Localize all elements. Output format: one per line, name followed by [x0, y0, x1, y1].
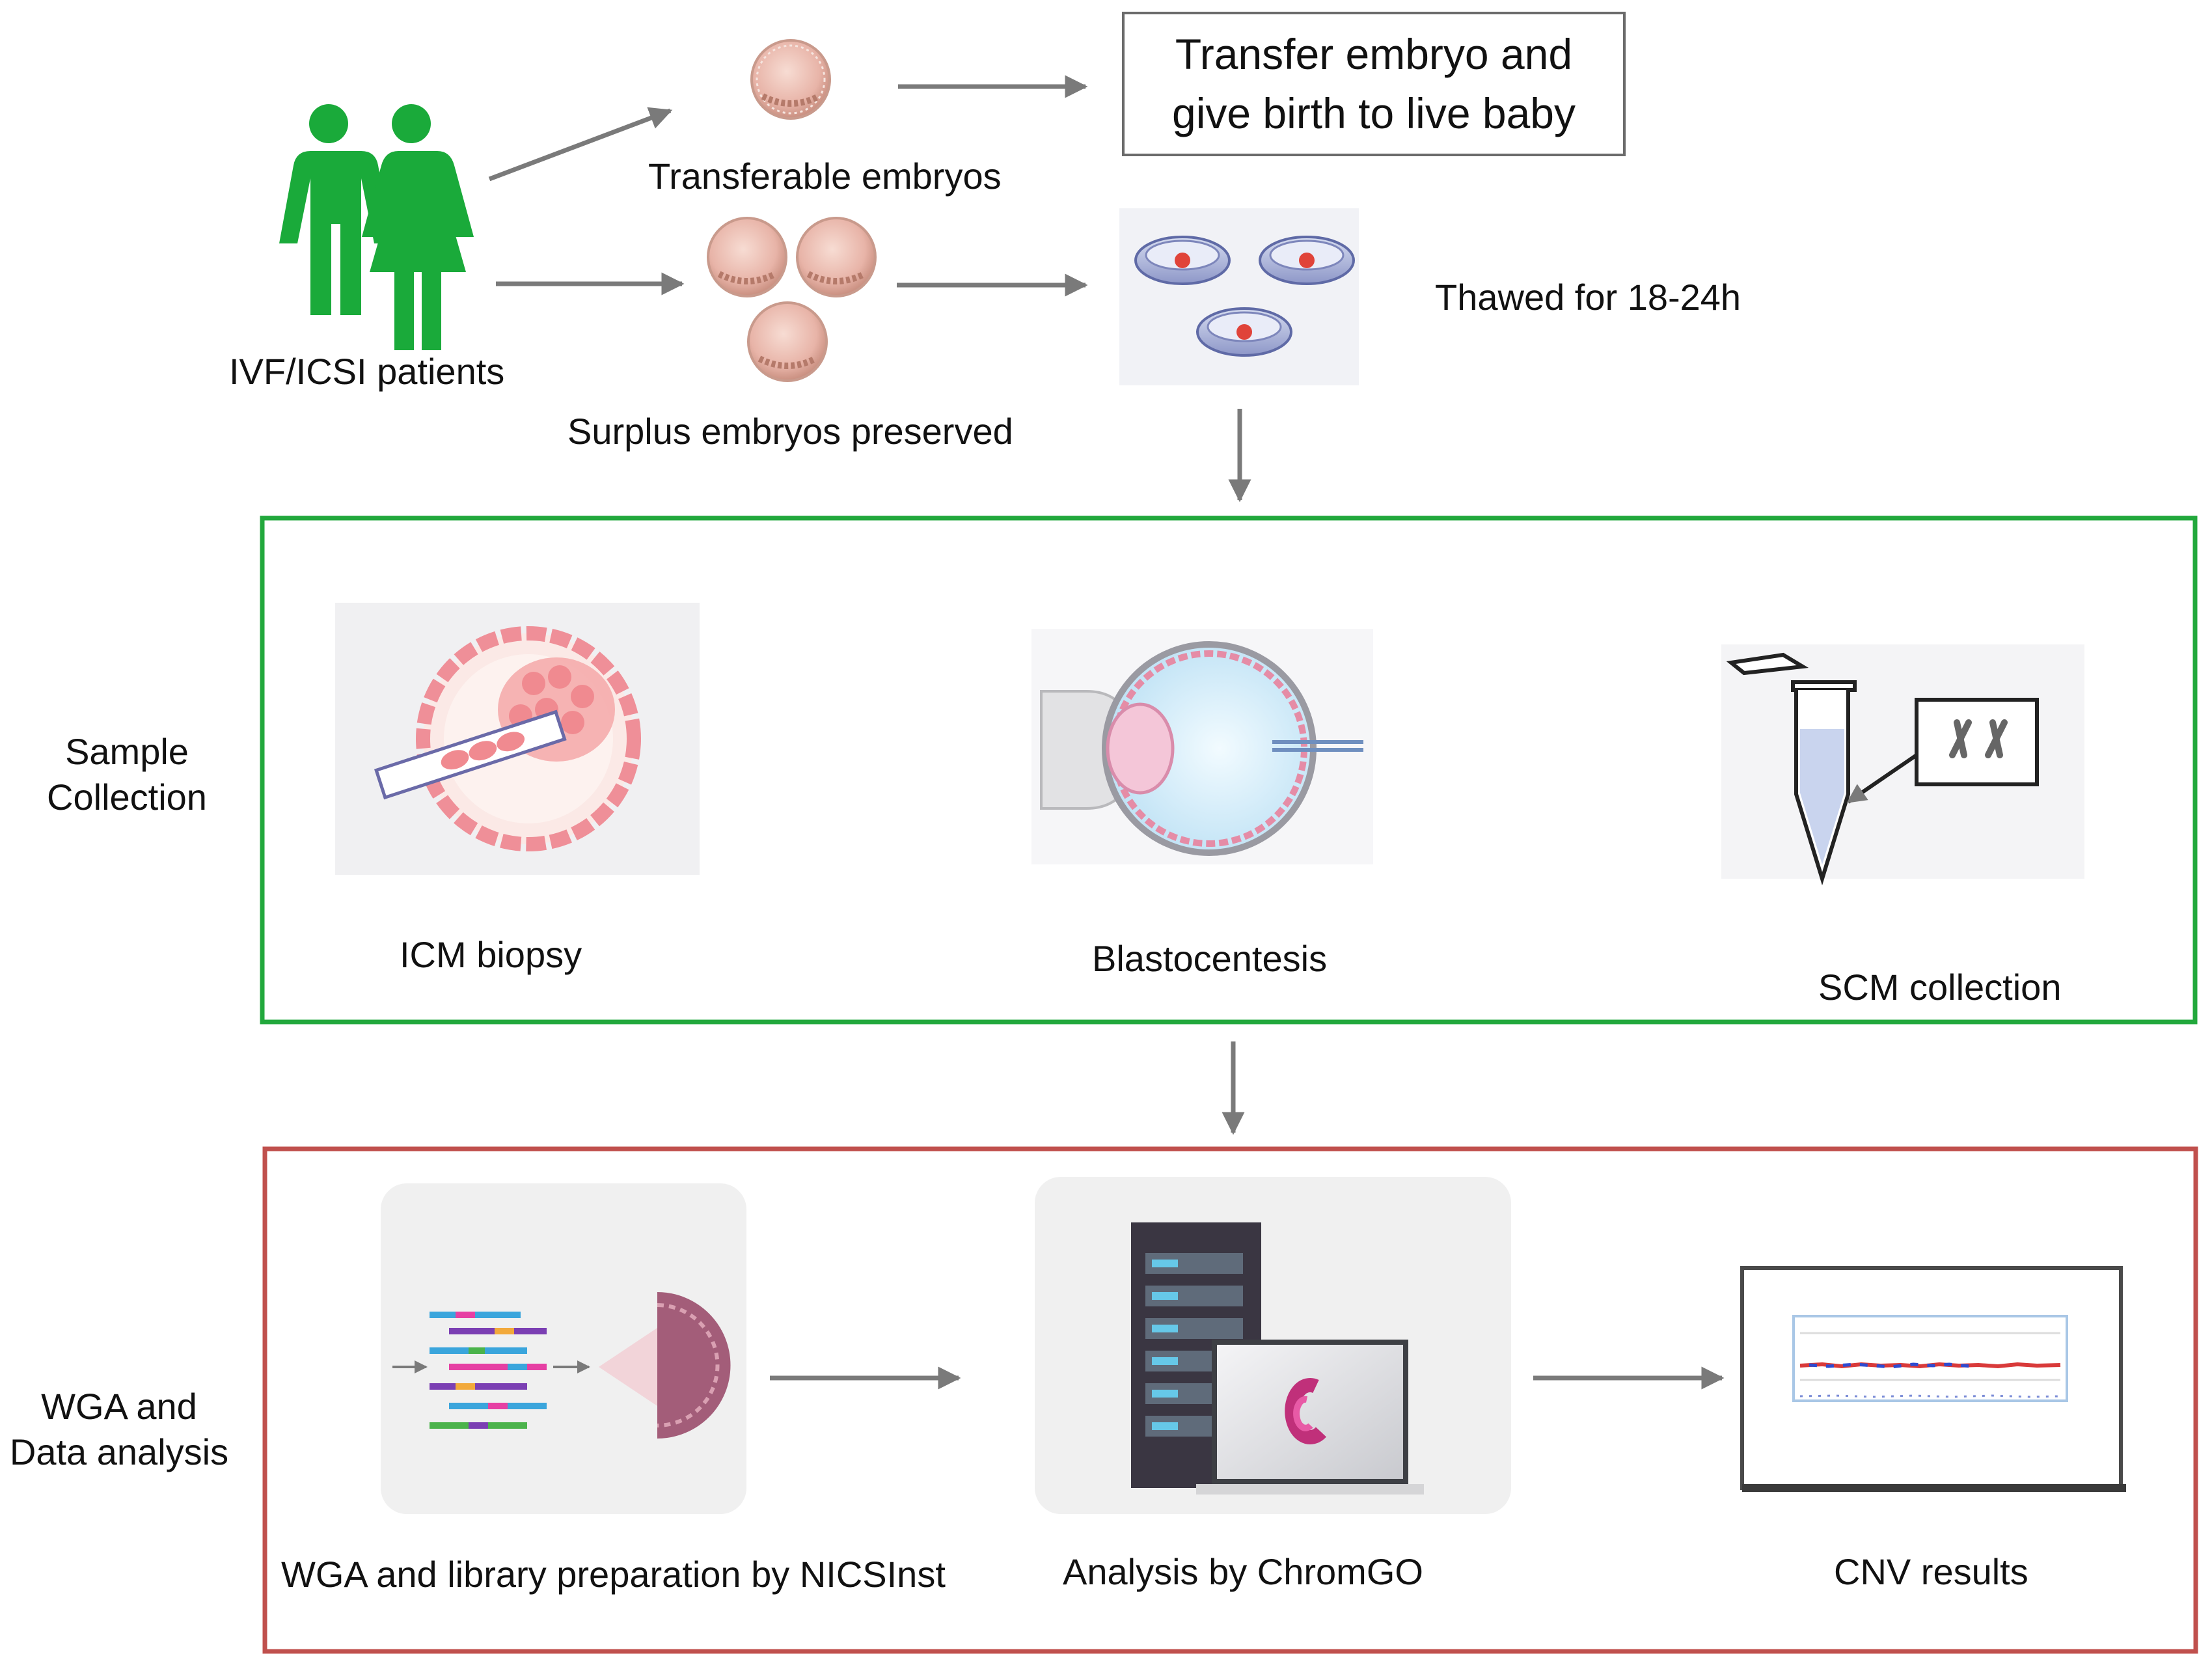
wga-analysis-title: WGA and Data analysis: [0, 1384, 238, 1475]
server-chromgo-illustration: [1035, 1177, 1511, 1514]
sample-collection-title: Sample Collection: [26, 729, 228, 820]
scm-collection-illustration: [1721, 644, 2084, 886]
surplus-embryos-icon: [707, 217, 877, 382]
transfer-box-text: Transfer embryo and give birth to live b…: [1123, 25, 1624, 143]
blastocentesis-illustration: [1031, 629, 1373, 864]
surplus-embryos-label: Surplus embryos preserved: [567, 411, 1013, 452]
arrow-patients-to-transferable: [488, 107, 673, 182]
transfer-box: [1122, 12, 1626, 156]
transfer-box-line2: give birth to live baby: [1171, 89, 1576, 138]
wga-library-illustration: [381, 1183, 746, 1514]
blastocentesis-label: Blastocentesis: [1092, 938, 1328, 979]
chromgo-analysis-label: Analysis by ChromGO: [1063, 1551, 1423, 1592]
patients-icon: [279, 104, 474, 350]
wga-analysis-title-line1: WGA and: [41, 1386, 197, 1427]
transfer-box-line1: Transfer embryo and: [1175, 30, 1573, 78]
scm-collection-label: SCM collection: [1818, 967, 2062, 1008]
petri-dishes-icon: [1119, 208, 1359, 385]
icm-biopsy-label: ICM biopsy: [400, 934, 582, 975]
sample-collection-title-line2: Collection: [47, 777, 207, 818]
transferable-embryo-icon: [750, 39, 831, 120]
wga-analysis-box: [262, 1146, 2198, 1654]
icm-biopsy-illustration: [335, 603, 700, 875]
wga-library-label: WGA and library preparation by NICSInst: [281, 1554, 946, 1595]
sample-collection-box: [260, 516, 2198, 1025]
thawed-label: Thawed for 18-24h: [1435, 277, 1741, 318]
cnv-results-illustration: [1740, 1266, 2126, 1492]
patients-label: IVF/ICSI patients: [229, 351, 505, 392]
transferable-embryos-label: Transferable embryos: [648, 156, 1002, 197]
cnv-results-label: CNV results: [1834, 1551, 2028, 1592]
sample-collection-title-line1: Sample: [65, 731, 189, 772]
wga-analysis-title-line2: Data analysis: [9, 1431, 229, 1472]
